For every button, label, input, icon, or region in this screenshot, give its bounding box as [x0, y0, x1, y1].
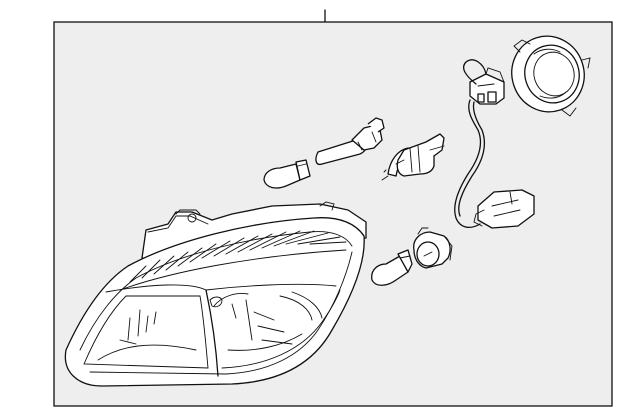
side-bulb-capsule: [315, 117, 385, 166]
wiring-harness: [454, 59, 535, 229]
turn-signal-socket: [413, 227, 453, 269]
turn-signal-bulb: [371, 249, 413, 286]
headlamp-assembly: [64, 201, 367, 387]
position-bulb-wedge: [263, 159, 311, 189]
socket-cover: [511, 35, 591, 117]
reflector-hatching: [119, 230, 347, 291]
headlight-bulb: [381, 133, 445, 181]
